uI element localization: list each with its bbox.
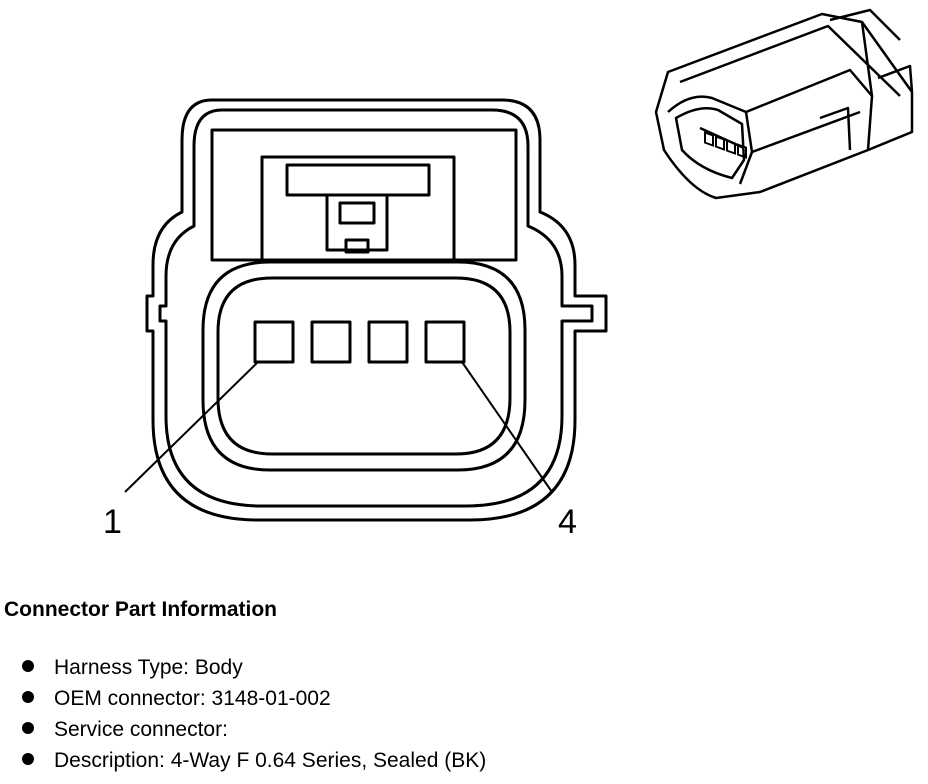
list-item: Service connector:	[22, 714, 486, 745]
leader-line-pin-1	[124, 361, 259, 493]
iso-terminal-3	[726, 139, 736, 155]
bullet-icon	[22, 660, 34, 673]
bullet-icon	[22, 691, 34, 704]
list-item: Description: 4-Way F 0.64 Series, Sealed…	[22, 745, 486, 776]
info-oem-connector: OEM connector: 3148-01-002	[54, 687, 331, 710]
locking-tab-inner	[285, 163, 431, 197]
connector-face-diagram: 1 4	[103, 8, 914, 541]
connector-housing-inner-outline	[158, 108, 594, 508]
terminal-cavity-1	[253, 320, 295, 364]
list-item: OEM connector: 3148-01-002	[22, 683, 486, 714]
connector-info-heading: Connector Part Information	[4, 598, 278, 621]
connector-info-list: Harness Type: Body OEM connector: 3148-0…	[22, 652, 486, 776]
locking-tab-key	[344, 238, 370, 254]
pin-label-4: 4	[558, 503, 577, 541]
iso-terminal-1	[704, 131, 714, 147]
iso-terminal-2	[715, 135, 725, 151]
info-harness-type: Harness Type: Body	[54, 656, 243, 679]
mating-cavity-inner	[216, 276, 512, 456]
locking-tab	[260, 155, 456, 262]
leader-line-pin-4	[461, 361, 553, 493]
iso-terminal-4	[737, 143, 747, 159]
bullet-icon	[22, 722, 34, 735]
terminal-cavity-3	[367, 320, 409, 364]
list-item: Harness Type: Body	[22, 652, 486, 683]
bullet-icon	[22, 753, 34, 766]
locking-tab-slot	[325, 193, 389, 252]
info-service-connector: Service connector:	[54, 718, 228, 741]
pin-label-1: 1	[103, 503, 122, 541]
info-description: Description: 4-Way F 0.64 Series, Sealed…	[54, 749, 487, 772]
connector-housing-outline	[145, 98, 608, 522]
terminal-cavity-2	[310, 320, 352, 364]
terminal-cavity-4	[424, 320, 466, 364]
connector-isometric-view	[654, 8, 914, 200]
mating-cavity-outer	[201, 260, 527, 472]
locking-tab-notch	[338, 201, 376, 225]
